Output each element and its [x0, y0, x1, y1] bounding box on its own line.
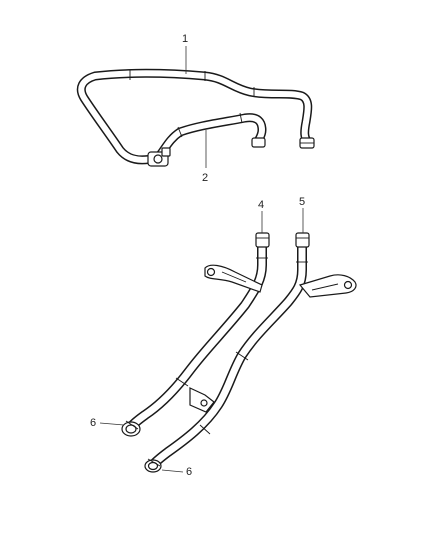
hose-5 — [147, 232, 310, 471]
end-fitting-upper — [121, 420, 141, 437]
callout-4: 4 — [258, 199, 264, 233]
mounting-clip-lower — [189, 387, 215, 413]
callout-1: 1 — [182, 33, 188, 74]
callout-2: 2 — [202, 130, 208, 184]
hose-assembly-upper — [76, 68, 315, 167]
hose-assembly-lower — [121, 232, 357, 473]
callout-label-1: 1 — [182, 33, 188, 45]
callout-label-6-lower: 6 — [186, 466, 192, 478]
callout-6-upper: 6 — [90, 417, 125, 429]
callout-label-6-upper: 6 — [90, 417, 96, 429]
hose-2 — [147, 112, 267, 167]
mounting-bracket-right — [298, 274, 357, 298]
callout-5: 5 — [299, 196, 305, 233]
hose-4 — [125, 232, 270, 433]
callout-label-5: 5 — [299, 196, 305, 208]
hose-1 — [76, 68, 315, 165]
hose-connector — [147, 147, 171, 167]
callout-6-lower: 6 — [161, 466, 192, 478]
callout-label-4: 4 — [258, 199, 264, 211]
end-fitting-lower — [144, 458, 162, 473]
mounting-bracket-left — [204, 264, 263, 293]
callout-label-2: 2 — [202, 172, 208, 184]
